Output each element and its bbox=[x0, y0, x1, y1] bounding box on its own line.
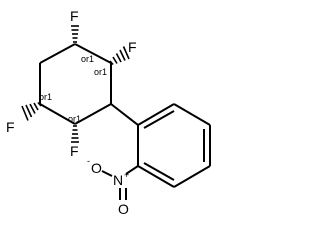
ring-bond-1 bbox=[74, 43, 112, 64]
fluorine-right-label: F bbox=[128, 39, 137, 55]
nitrogen-charge: + bbox=[124, 170, 129, 180]
oxygen-top-label: O bbox=[91, 160, 102, 176]
fluorine-bottom-label: F bbox=[70, 143, 79, 159]
hashed-bond-left-f bbox=[21, 101, 42, 121]
cyclohexane-ring bbox=[39, 43, 112, 125]
nitrogen-label: N bbox=[113, 172, 123, 188]
stereo-label-top: or1 bbox=[81, 54, 94, 64]
n-to-o-top-bond bbox=[101, 170, 113, 177]
fluorine-left-label: F bbox=[6, 119, 15, 135]
phenyl-to-nitrogen-bond bbox=[125, 165, 139, 175]
stereo-label-bottom: or1 bbox=[68, 114, 81, 124]
stereo-label-left: or1 bbox=[39, 92, 52, 102]
ring-bond-3 bbox=[74, 103, 112, 125]
hashed-bond-bottom-f bbox=[71, 125, 79, 143]
oxygen-top-charge: - bbox=[87, 156, 90, 166]
ring-bond-4 bbox=[39, 103, 76, 125]
stereo-label-right: or1 bbox=[94, 67, 107, 77]
fluorine-top-label: F bbox=[70, 8, 79, 24]
ring-bond-6 bbox=[39, 43, 76, 64]
oxygen-bottom-label: O bbox=[118, 201, 129, 217]
hashed-bond-top-f bbox=[71, 25, 79, 43]
benzene-ring bbox=[137, 103, 211, 188]
ring-to-phenyl-bond bbox=[110, 103, 139, 126]
hashed-bond-right-f bbox=[109, 46, 130, 66]
molecule-structure: F F F F or1 or1 or1 or1 N + O - O bbox=[6, 8, 211, 217]
